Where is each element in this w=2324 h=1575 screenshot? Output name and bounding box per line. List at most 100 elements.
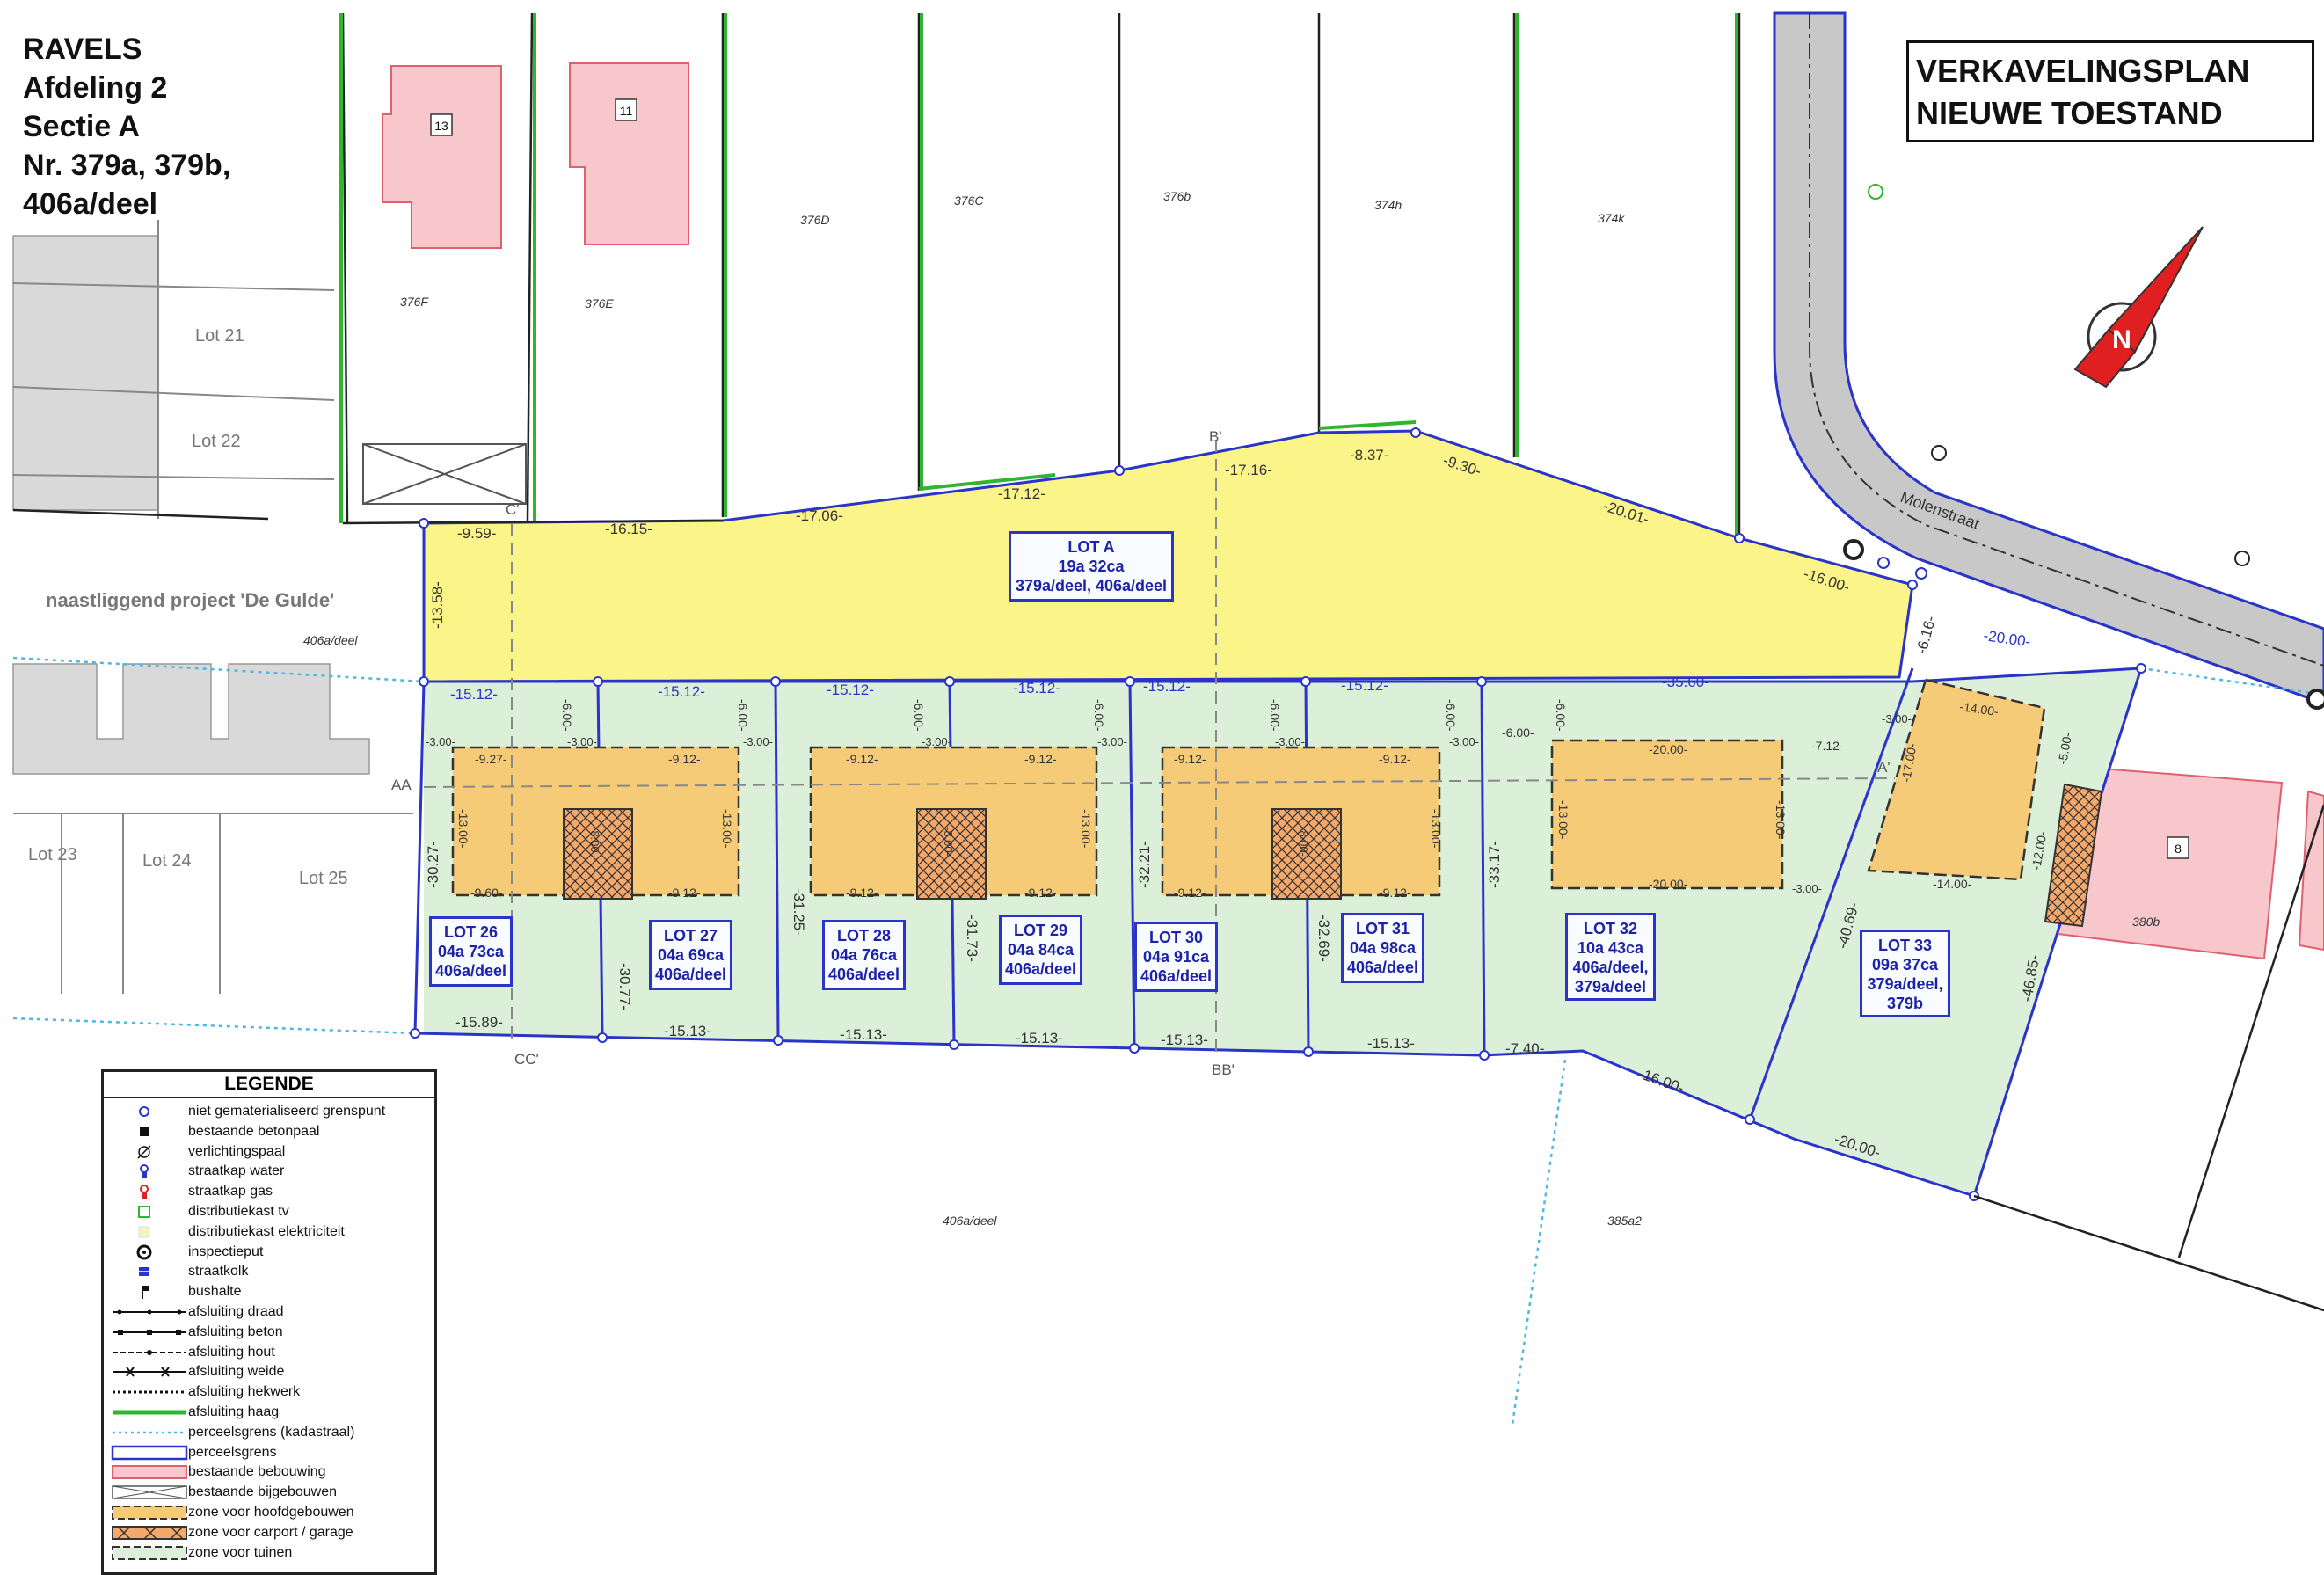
dimension-label: -9.12- — [1174, 752, 1206, 766]
dimension-label: -30.27- — [425, 841, 441, 888]
parcel-label: 376E — [585, 296, 614, 310]
parcel-label: 406a/deel — [943, 1214, 997, 1228]
legend-item: distributiekast elektriciteit — [104, 1222, 434, 1242]
legend-item: bestaande betonpaal — [104, 1122, 434, 1141]
old-lot-label: Lot 23 — [28, 845, 77, 864]
dimension-label: -15.13- — [1161, 1032, 1208, 1048]
house-number: 11 — [620, 104, 633, 118]
lot-name: LOT A — [1067, 538, 1115, 556]
legend-item-label: verlichtingspaal — [188, 1143, 286, 1159]
lot-parcel: 406a/deel — [1346, 959, 1419, 976]
dimension-label: -14.00- — [1933, 877, 1972, 891]
legend-item-label: distributiekast elektriciteit — [188, 1223, 345, 1239]
dimension-label: -3.00- — [922, 735, 951, 748]
dimension-label: -9.12- — [1174, 886, 1206, 900]
legend-item: zone voor hoofdgebouwen — [104, 1503, 434, 1522]
legend-item: afsluiting haag — [104, 1403, 434, 1422]
legend-item: perceelsgrens (kadastraal) — [104, 1423, 434, 1442]
lot-30-label[interactable]: LOT 30 04a 91ca 406a/deel — [1134, 922, 1218, 992]
lot-name: LOT 27 — [663, 927, 718, 944]
lot-name: LOT 30 — [1148, 929, 1203, 946]
legend-item-label: zone voor carport / garage — [188, 1524, 353, 1540]
legend-item-label: bushalte — [188, 1284, 242, 1300]
parcel-boundary-icon — [111, 1445, 188, 1460]
header-line: Nr. 379a, 379b, — [23, 149, 231, 182]
dimension-label: -9.12- — [846, 752, 878, 766]
dimension-label: -8.00- — [1297, 827, 1310, 857]
dimension-label: -17.12- — [998, 485, 1045, 502]
dimension-label: -31.25- — [790, 888, 807, 936]
lot-area: 04a 98ca — [1349, 939, 1417, 957]
dimension-label: -16.15- — [605, 521, 652, 537]
dimension-label: -13.58- — [429, 581, 446, 629]
dimension-label: -15.12- — [1143, 678, 1191, 695]
parcel-label: 376F — [400, 295, 429, 309]
lot-area: 04a 84ca — [1007, 941, 1075, 959]
legend-item: zone voor carport / garage — [104, 1523, 434, 1542]
dimension-label: -13.00- — [456, 809, 470, 849]
lot-area: 04a 69ca — [657, 946, 725, 964]
lot-29-label[interactable]: LOT 29 04a 84ca 406a/deel — [999, 915, 1082, 985]
annex-building — [362, 443, 527, 505]
dimension-label: -8.00- — [942, 827, 955, 857]
dimension-label: -6.16- — [1913, 614, 1940, 656]
dimension-label: -8.37- — [1350, 447, 1388, 463]
lot-name: LOT 29 — [1013, 922, 1067, 939]
lot-name: LOT 33 — [1877, 937, 1932, 954]
dimension-label: -9.27- — [475, 752, 507, 766]
dimension-label: -12.00- — [2029, 830, 2050, 871]
house-number: 13 — [434, 119, 448, 133]
dimension-label: -13.00- — [720, 809, 734, 849]
lot-parcel: 406a/deel — [1140, 967, 1213, 985]
dimension-label: -15.12- — [1341, 677, 1388, 694]
legend-item-label: straatkap gas — [188, 1184, 273, 1199]
lot-parcel: 406a/deel — [434, 962, 507, 980]
meadow-fence-icon — [113, 1367, 186, 1378]
lot-27-label[interactable]: LOT 27 04a 69ca 406a/deel — [649, 920, 732, 990]
dimension-label: -9.12- — [1379, 752, 1411, 766]
house-number: 8 — [2175, 842, 2182, 856]
legend-item: straatkap gas — [104, 1182, 434, 1201]
legend-item-label: afsluiting haag — [188, 1404, 280, 1419]
legend-item: straatkap water — [104, 1162, 434, 1181]
gas-valve-icon — [140, 1185, 149, 1199]
dimension-label: -32.21- — [1136, 841, 1153, 888]
lot-a-label[interactable]: LOT A 19a 32ca 379a/deel, 406a/deel — [1009, 531, 1174, 602]
dimension-label: -20.00- — [1982, 627, 2031, 650]
legend-item-label: afsluiting draad — [188, 1304, 284, 1319]
dimension-label: -7.40- — [1505, 1040, 1544, 1057]
lot-parcel: 379a/deel, — [1867, 975, 1943, 993]
hedges — [339, 13, 1738, 536]
dimension-label: -33.17- — [1486, 841, 1503, 888]
lot-parcel: 379a/deel — [1574, 978, 1647, 995]
legend-item: bestaande bijgebouwen — [104, 1483, 434, 1502]
dimension-label: -30.77- — [616, 963, 633, 1010]
water-valve-icon — [140, 1164, 149, 1179]
street-molenstraat — [1773, 11, 2324, 705]
neighbor-project-label: naastliggend project 'De Gulde' — [46, 589, 334, 611]
lot-26-label[interactable]: LOT 26 04a 73ca 406a/deel — [429, 916, 513, 987]
dimension-label: -6.00- — [1268, 699, 1282, 732]
legend-item: afsluiting beton — [104, 1323, 434, 1342]
lot-parcel: 406a/deel — [827, 966, 900, 983]
legend-item: inspectieput — [104, 1243, 434, 1262]
lot-32-label[interactable]: LOT 32 10a 43ca 406a/deel, 379a/deel — [1565, 913, 1656, 1001]
lot-28-label[interactable]: LOT 28 04a 76ca 406a/deel — [822, 920, 906, 990]
dimension-label: -3.00- — [1882, 712, 1912, 726]
dimension-label: -15.89- — [455, 1014, 503, 1031]
dimension-label: -20.00- — [1649, 877, 1688, 891]
legend-item-label: distributiekast tv — [188, 1204, 289, 1219]
plan-title-line: NIEUWE TOESTAND — [1916, 95, 2223, 131]
dimension-label: -17.06- — [796, 507, 843, 524]
legend-item: perceelsgrens — [104, 1443, 434, 1462]
lot-31-label[interactable]: LOT 31 04a 98ca 406a/deel — [1341, 913, 1424, 983]
lot-33-label[interactable]: LOT 33 09a 37ca 379a/deel, 379b — [1860, 930, 1950, 1017]
filled-square-icon — [140, 1127, 149, 1136]
parcel-label: 376D — [800, 213, 829, 227]
dimension-label: -15.12- — [450, 686, 498, 703]
open-circle-icon — [139, 1106, 149, 1117]
lot-area: 04a 91ca — [1142, 948, 1210, 966]
lot-name: LOT 32 — [1583, 920, 1637, 937]
legend-item: distributiekast tv — [104, 1202, 434, 1221]
